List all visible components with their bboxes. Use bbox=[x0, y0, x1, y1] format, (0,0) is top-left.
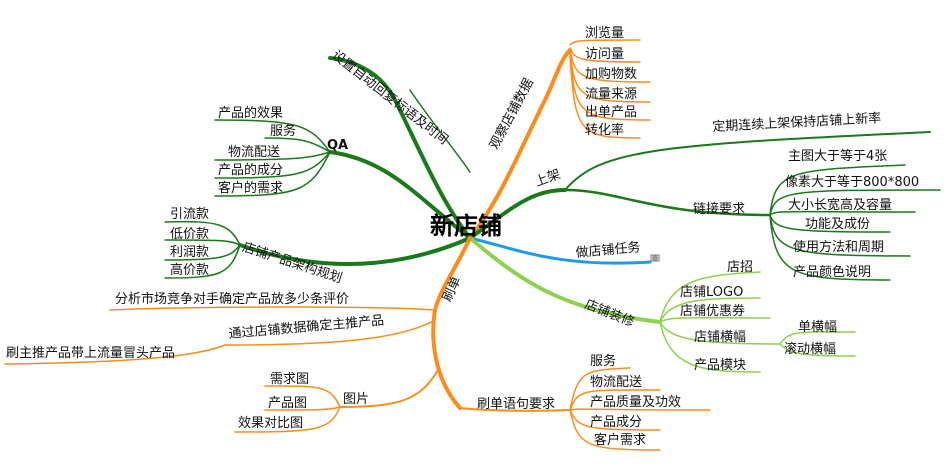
decor-item[interactable]: 店铺LOGO bbox=[680, 285, 744, 300]
shelf-link-requirements[interactable]: 链接要求 bbox=[693, 202, 746, 217]
link-item[interactable]: 使用方法和周期 bbox=[793, 240, 885, 255]
picture-item[interactable]: 产品图 bbox=[268, 396, 308, 411]
qa-item[interactable]: 产品的效果 bbox=[218, 106, 284, 121]
center-topic[interactable]: 新店铺 bbox=[430, 212, 502, 240]
decor-item[interactable]: 店铺横幅 bbox=[694, 330, 747, 345]
structure-item[interactable]: 高价款 bbox=[170, 263, 210, 278]
observe-item[interactable]: 浏览量 bbox=[585, 26, 625, 41]
structure-item[interactable]: 引流款 bbox=[170, 207, 210, 222]
link-item[interactable]: 主图大于等于4张 bbox=[788, 149, 888, 164]
decor-item[interactable]: 产品模块 bbox=[694, 358, 747, 373]
observe-item[interactable]: 出单产品 bbox=[585, 105, 638, 120]
decor-item[interactable]: 店铺优惠券 bbox=[680, 304, 746, 319]
brush-analysis[interactable]: 分析市场竞争对手确定产品放多少条评价 bbox=[115, 292, 350, 307]
brush-main-product-child[interactable]: 刷主推产品带上流量冒头产品 bbox=[6, 346, 176, 361]
qa-item[interactable]: 客户的需求 bbox=[218, 181, 284, 196]
structure-item[interactable]: 低价款 bbox=[170, 227, 210, 242]
branch-structure-line bbox=[238, 236, 472, 266]
banner-item[interactable]: 滚动横幅 bbox=[784, 342, 837, 357]
link-item[interactable]: 功能及成份 bbox=[805, 217, 871, 232]
link-item[interactable]: 大小长宽高及容量 bbox=[788, 198, 893, 213]
observe-item[interactable]: 转化率 bbox=[585, 123, 625, 138]
phrase-item[interactable]: 物流配送 bbox=[590, 375, 643, 390]
phrase-item[interactable]: 客户需求 bbox=[594, 433, 647, 448]
decor-item[interactable]: 店招 bbox=[727, 260, 754, 275]
qa-item[interactable]: 服务 bbox=[270, 124, 297, 139]
branch-qa[interactable]: QA bbox=[327, 138, 349, 153]
branch-shelf-line bbox=[468, 188, 567, 240]
picture-item[interactable]: 需求图 bbox=[270, 372, 310, 387]
branch-tasks-line bbox=[468, 236, 652, 265]
task-icon bbox=[650, 254, 660, 262]
link-item[interactable]: 产品颜色说明 bbox=[793, 265, 872, 280]
observe-item[interactable]: 访问量 bbox=[585, 47, 625, 62]
branch-decor-line bbox=[468, 236, 662, 324]
branch-observe-line bbox=[468, 48, 572, 240]
picture-item[interactable]: 效果对比图 bbox=[238, 416, 304, 431]
qa-item[interactable]: 物流配送 bbox=[228, 145, 281, 160]
phrase-item[interactable]: 服务 bbox=[590, 354, 617, 369]
phrase-item[interactable]: 产品成分 bbox=[590, 415, 643, 430]
banner-item[interactable]: 单横幅 bbox=[798, 320, 838, 335]
branch-qa-line bbox=[328, 150, 472, 240]
observe-item[interactable]: 加购物数 bbox=[585, 67, 638, 82]
phrase-item[interactable]: 产品质量及功效 bbox=[590, 395, 682, 410]
branch-auto-reply-line bbox=[328, 56, 472, 240]
structure-item[interactable]: 利润款 bbox=[170, 245, 210, 260]
branch-auto-reply-ext bbox=[409, 89, 471, 173]
branch-brush-line bbox=[431, 236, 472, 410]
link-item[interactable]: 像素大于等于800*800 bbox=[785, 175, 920, 190]
brush-phrase[interactable]: 刷单语句要求 bbox=[477, 397, 556, 412]
qa-item[interactable]: 产品的成分 bbox=[218, 163, 284, 178]
brush-pictures[interactable]: 图片 bbox=[343, 392, 370, 407]
observe-item[interactable]: 流量来源 bbox=[585, 87, 638, 102]
